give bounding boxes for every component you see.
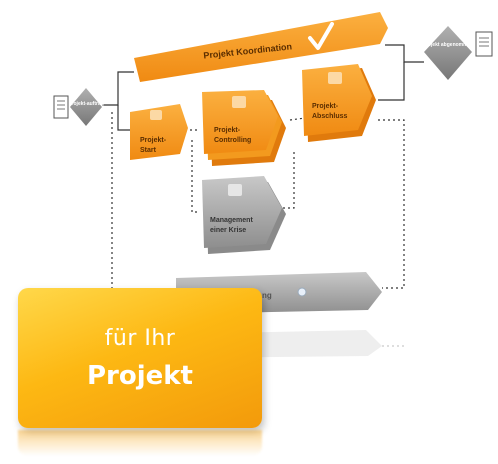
input-label: Projekt-auftrag <box>68 101 104 107</box>
projekt-badge: für Ihr Projekt <box>18 288 262 428</box>
projekt-abgenommen-output: Projekt abgenommen <box>423 26 493 80</box>
projekt-abschluss-box: Projekt- Abschluss <box>302 64 376 142</box>
people-icon <box>232 96 246 108</box>
output-diamond <box>424 26 472 80</box>
projekt-controlling-box: Projekt- Controlling <box>202 90 286 166</box>
connector-lines <box>102 44 424 131</box>
badge-line-1: für Ihr <box>104 325 176 351</box>
badge-reflection <box>18 430 262 456</box>
controlling-label-1: Projekt- <box>214 127 241 134</box>
start-label-2: Start <box>140 147 157 154</box>
krisen-management-box: Management einer Krise <box>202 176 286 254</box>
projektauftrag-input: Projekt-auftrag <box>53 88 104 126</box>
people-icon <box>328 72 342 84</box>
bulb-icon <box>297 287 307 297</box>
people-icon <box>150 110 162 120</box>
people-icon <box>228 184 242 196</box>
start-label-1: Projekt- <box>140 137 167 144</box>
koordination-banner: Projekt Koordination <box>134 12 388 82</box>
krise-label-2: einer Krise <box>210 227 246 234</box>
projekt-start-box: Projekt- Start <box>130 104 188 160</box>
checkmark-icon <box>308 22 334 50</box>
output-label: Projekt abgenommen <box>423 42 474 48</box>
bottom-bar-label: ng <box>262 291 272 300</box>
controlling-label-2: Controlling <box>214 137 251 144</box>
document-icon <box>475 31 493 57</box>
krise-label-1: Management <box>210 217 253 224</box>
document-icon <box>53 95 69 119</box>
badge-line-2: Projekt <box>86 360 193 391</box>
abschluss-label-2: Abschluss <box>312 113 348 120</box>
input-diamond <box>70 88 102 126</box>
abschluss-label-1: Projekt- <box>312 103 339 110</box>
